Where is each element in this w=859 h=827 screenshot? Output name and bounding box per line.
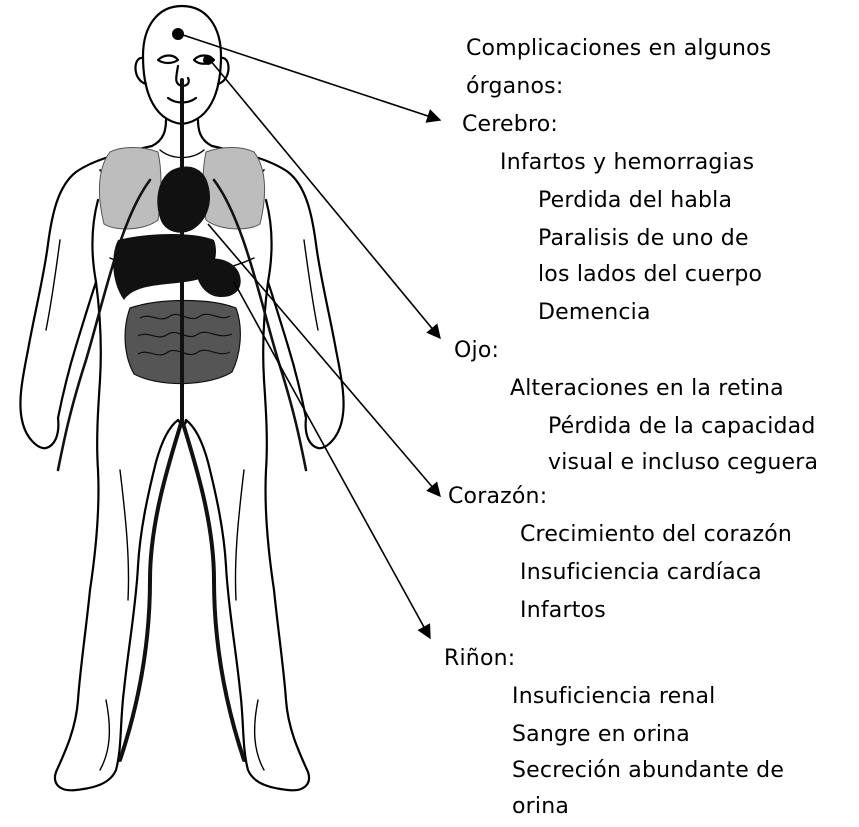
eye-dot: [203, 55, 213, 65]
liver-shape: [113, 234, 216, 300]
rinon-item-3: Secreción abundante de: [512, 758, 785, 783]
arrow-cerebro: [179, 33, 442, 123]
cerebro-item-5: Demencia: [538, 300, 651, 325]
arrow-corazon: [207, 223, 441, 498]
cerebro-item-3: Paralisis de uno de: [538, 226, 749, 251]
left-arm-inner: [91, 198, 100, 284]
rinon-item-2: Sangre en orina: [512, 722, 690, 747]
cerebro-item-2: Perdida del habla: [538, 188, 733, 213]
corazon-title: Corazón:: [448, 484, 548, 509]
corazon-item-3: Infartos: [520, 598, 606, 623]
cerebro-item-1: Infartos y hemorragias: [500, 150, 755, 175]
intro-line-1: Complicaciones en algunos: [466, 36, 772, 61]
cerebro-title: Cerebro:: [462, 112, 558, 137]
left-eye-outline: [156, 54, 180, 65]
body-outline-right: [184, 118, 345, 792]
arrows: [179, 33, 442, 640]
ojo-item-3: visual e incluso ceguera: [548, 450, 819, 475]
rinon-title: Riñon:: [444, 646, 516, 671]
right-ear-outline: [216, 56, 230, 86]
arrow-ojo: [209, 59, 441, 340]
stomach-shape: [195, 258, 241, 298]
arrow-rinon: [233, 281, 431, 640]
intro-line-2: órganos:: [466, 74, 564, 99]
right-arm-inner: [264, 198, 273, 284]
blood-vessels-icon: [56, 78, 308, 762]
ojo-item-2: Pérdida de la capacidad: [548, 414, 816, 439]
lungs-icon: [98, 147, 266, 230]
rinon-item-1: Insuficiencia renal: [512, 684, 716, 709]
rinon-item-4: orina: [512, 794, 570, 819]
brain-dot: [172, 28, 184, 40]
left-ear-outline: [134, 56, 148, 86]
ojo-item-1: Alteraciones en la retina: [510, 376, 784, 401]
right-eye-outline: [192, 54, 216, 65]
corazon-item-2: Insuficiencia cardíaca: [520, 560, 762, 585]
cerebro-item-4: los lados del cuerpo: [538, 262, 763, 287]
heart-shape: [157, 166, 211, 233]
corazon-item-1: Crecimiento del corazón: [520, 522, 793, 547]
ojo-title: Ojo:: [454, 338, 500, 363]
body-outline-left: [19, 118, 180, 792]
organs-icon: [113, 166, 241, 300]
